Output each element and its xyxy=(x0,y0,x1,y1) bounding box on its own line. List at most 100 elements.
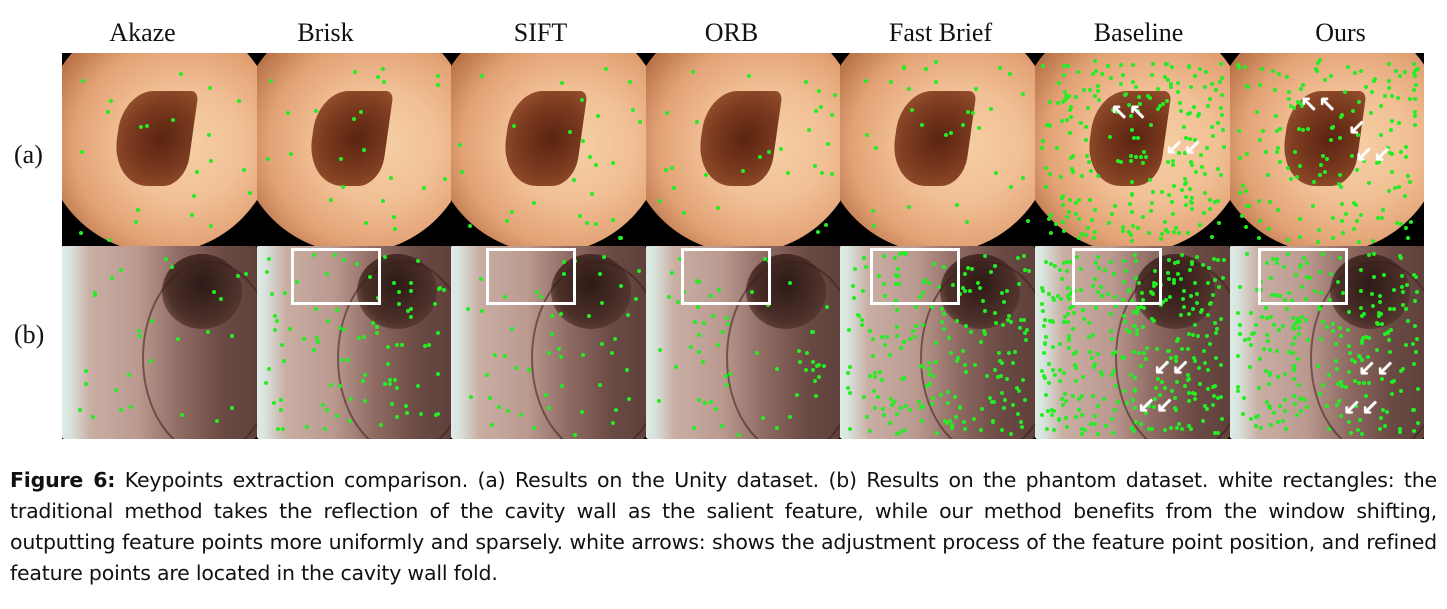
keypoint-dot xyxy=(1186,331,1191,336)
keypoint-dot xyxy=(1403,307,1408,312)
keypoint-dot xyxy=(1000,323,1005,328)
keypoint-dot xyxy=(1243,225,1248,230)
keypoint-dot xyxy=(1213,431,1218,436)
keypoint-dot xyxy=(1295,357,1300,362)
keypoint-dot xyxy=(877,273,882,278)
keypoint-dot xyxy=(1022,398,1027,403)
keypoint-dot xyxy=(493,352,498,357)
keypoint-dot xyxy=(1093,422,1098,427)
keypoint-dot xyxy=(1186,311,1191,316)
keypoint-dot xyxy=(813,379,818,384)
keypoint-dot xyxy=(1210,402,1215,407)
keypoint-dot xyxy=(868,329,873,334)
keypoint-dot xyxy=(1242,338,1247,343)
keypoint-dot xyxy=(962,427,967,431)
keypoint-dot xyxy=(936,284,941,289)
keypoint-dot xyxy=(1402,70,1407,75)
keypoint-dot xyxy=(1366,253,1371,258)
keypoint-dot xyxy=(1295,100,1300,105)
keypoint-dot xyxy=(1208,198,1213,203)
keypoint-dot xyxy=(1212,199,1217,204)
keypoint-dot xyxy=(1197,222,1202,227)
keypoint-dot xyxy=(1149,317,1154,322)
keypoint-dot xyxy=(860,317,865,322)
keypoint-dot xyxy=(1379,103,1384,108)
keypoint-dot xyxy=(1153,269,1158,274)
keypoint-dot xyxy=(1381,407,1386,412)
keypoint-dot xyxy=(852,295,857,300)
keypoint-dot xyxy=(1290,316,1295,321)
keypoint-dot xyxy=(1109,336,1114,341)
keypoint-dot xyxy=(209,224,214,229)
keypoint-dot xyxy=(1131,398,1136,403)
keypoint-dot xyxy=(1016,255,1021,260)
keypoint-dot xyxy=(1110,352,1115,357)
keypoint-dot xyxy=(376,75,381,80)
keypoint-dot xyxy=(1270,68,1275,73)
keypoint-dot xyxy=(1040,146,1045,151)
keypoint-dot xyxy=(1316,60,1321,65)
keypoint-dot xyxy=(1307,275,1312,280)
keypoint-dot xyxy=(962,272,967,277)
keypoint-dot xyxy=(1211,292,1216,297)
keypoint-dot xyxy=(1022,253,1027,258)
keypoint-dot xyxy=(1187,187,1192,192)
keypoint-dot xyxy=(1122,313,1127,318)
keypoint-dot xyxy=(1218,394,1223,399)
keypoint-dot xyxy=(80,149,85,154)
keypoint-dot xyxy=(415,258,420,263)
keypoint-dot xyxy=(1344,385,1349,390)
keypoint-dot xyxy=(1338,184,1343,189)
keypoint-dot xyxy=(1067,209,1072,214)
keypoint-dot xyxy=(613,408,618,413)
keypoint-dot xyxy=(1160,300,1165,305)
keypoint-dot xyxy=(1109,417,1114,422)
keypoint-dot xyxy=(1112,295,1117,300)
keypoint-dot xyxy=(1068,115,1073,120)
keypoint-dot xyxy=(1175,425,1180,430)
keypoint-dot xyxy=(1338,115,1343,120)
keypoint-dot xyxy=(1284,427,1289,432)
keypoint-dot xyxy=(466,307,471,312)
keypoint-dot xyxy=(1401,290,1406,295)
keypoint-dot xyxy=(1073,94,1078,99)
keypoint-dot xyxy=(669,270,674,275)
keypoint-dot xyxy=(1317,173,1322,178)
keypoint-dot xyxy=(1084,138,1089,143)
keypoint-dot xyxy=(1044,334,1049,339)
keypoint-dot xyxy=(1171,158,1176,163)
keypoint-dot xyxy=(901,65,906,70)
keypoint-dot xyxy=(1185,346,1190,351)
keypoint-dot xyxy=(957,406,962,410)
keypoint-dot xyxy=(1206,313,1211,318)
keypoint-dot xyxy=(863,78,868,83)
keypoint-dot xyxy=(1162,220,1167,225)
keypoint-dot xyxy=(1212,320,1217,325)
keypoint-dot xyxy=(1062,63,1067,68)
keypoint-dot xyxy=(681,211,686,216)
keypoint-dot xyxy=(1067,130,1072,135)
keypoint-dot xyxy=(1264,149,1269,154)
keypoint-dot xyxy=(1143,356,1148,361)
keypoint-dot xyxy=(1321,382,1326,387)
keypoint-dot xyxy=(1139,154,1144,159)
keypoint-dot xyxy=(1016,281,1021,286)
keypoint-dot xyxy=(1313,67,1318,72)
keypoint-dot xyxy=(580,353,585,358)
keypoint-dot xyxy=(1080,426,1085,431)
keypoint-dot xyxy=(1320,320,1325,325)
keypoint-dot xyxy=(427,342,432,347)
keypoint-dot xyxy=(626,396,631,401)
keypoint-dot xyxy=(1022,268,1027,273)
keypoint-dot xyxy=(1286,90,1291,95)
keypoint-dot xyxy=(1093,306,1098,311)
keypoint-dot xyxy=(1082,427,1087,432)
keypoint-dot xyxy=(1043,342,1048,347)
keypoint-dot xyxy=(677,256,682,261)
keypoint-dot xyxy=(468,394,473,399)
keypoint-dot xyxy=(1238,191,1243,196)
keypoint-dot xyxy=(1392,287,1397,292)
keypoint-dot xyxy=(1133,258,1138,263)
keypoint-dot xyxy=(1148,177,1153,182)
keypoint-dot xyxy=(1179,426,1184,431)
